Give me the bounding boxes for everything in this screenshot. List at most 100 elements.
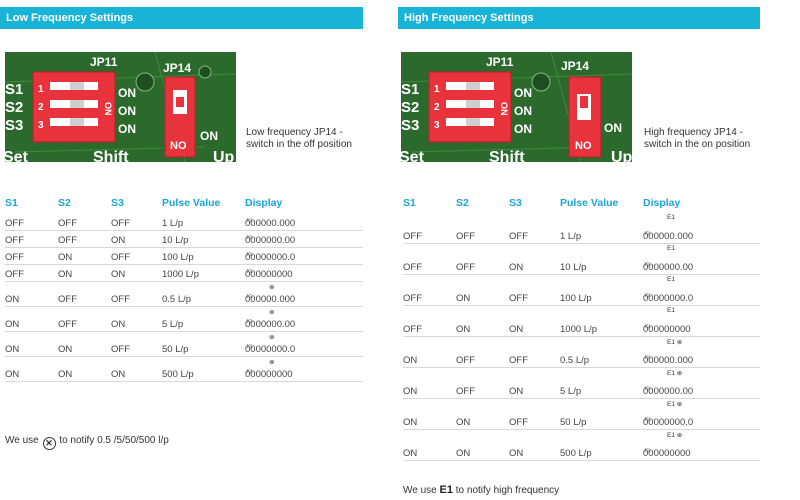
high-frequency-header: High Frequency Settings <box>398 7 760 29</box>
s1-value: OFF <box>403 262 422 273</box>
pulse-value: 50 L/p <box>560 417 587 428</box>
dip-on-label: ON <box>499 102 509 116</box>
display-unit: KL <box>645 386 652 392</box>
pulse-value: 10 L/p <box>162 235 189 246</box>
jp14-no-label: NO <box>170 140 187 152</box>
s3-value: ON <box>111 269 126 280</box>
s2-value: ON <box>58 269 73 280</box>
display-indicator-icon: E1 <box>667 307 675 314</box>
display-unit: KL <box>247 369 254 375</box>
s2-value: ON <box>456 324 471 335</box>
s2-value: OFF <box>58 294 77 305</box>
display-digits: 00000000.0 <box>643 293 694 304</box>
s1-value: ON <box>403 448 418 459</box>
s2-label: S2 <box>5 99 23 116</box>
s3-value: ON <box>509 386 524 397</box>
pulse-value: 0.5 L/p <box>560 355 590 366</box>
display-indicator-icon: E1 ⊗ <box>667 339 683 346</box>
s3-value: OFF <box>111 252 130 263</box>
shift-label: Shift <box>93 149 129 162</box>
pulse-value: 50 L/p <box>162 344 189 355</box>
s3-value: ON <box>111 369 126 380</box>
s2-value: OFF <box>456 386 475 397</box>
display-digits: 000000000 <box>643 448 691 459</box>
low-frequency-header: Low Frequency Settings <box>0 7 363 29</box>
s1-value: OFF <box>403 293 422 304</box>
s3-value: OFF <box>509 355 528 366</box>
s3-value: ON <box>509 324 524 335</box>
s2-value: ON <box>58 252 73 263</box>
up-label: Up <box>611 149 632 162</box>
low-frequency-panel: Low Frequency Settings JP11 JP14 S1 S2 S… <box>0 7 363 450</box>
s3-value: ON <box>509 262 524 273</box>
display-indicator-icon: E1 ⊗ <box>667 370 683 377</box>
low-frequency-jumper-photo: JP11 JP14 S1 S2 S3 1 2 3 ON ON ON ON ON … <box>5 52 236 162</box>
s3-value: ON <box>509 448 524 459</box>
jp14-label: JP14 <box>163 61 191 75</box>
s1-value: ON <box>5 369 20 380</box>
note-suffix: to notify 0.5 /5/50/500 l/p <box>59 435 169 446</box>
display-unit: KL <box>247 218 254 224</box>
display-digits: 000000.000 <box>245 218 296 229</box>
display-unit: KL <box>645 448 652 454</box>
display-unit: KL <box>645 355 652 361</box>
shift-label: Shift <box>489 149 525 162</box>
high-frequency-caption: High frequency JP14 - switch in the on p… <box>644 127 751 150</box>
column-s2: S2 <box>58 197 71 209</box>
set-label: Set <box>401 149 425 162</box>
s3-value: OFF <box>509 293 528 304</box>
switch-number-3: 3 <box>38 120 44 131</box>
note-prefix: We use <box>5 435 39 446</box>
s2-value: ON <box>456 417 471 428</box>
s3-value: OFF <box>111 218 130 229</box>
display-indicator-icon: E1 ⊗ <box>667 401 683 408</box>
high-frequency-panel: High Frequency Settings JP11 JP14 S1 S2 … <box>398 7 760 496</box>
display-indicator-icon: ⊗ <box>269 284 275 291</box>
display-indicator-icon: E1 ⊗ <box>667 432 683 439</box>
display-digits: 00000000.0 <box>643 417 694 428</box>
on-label-1: ON <box>118 86 136 100</box>
column-s3: S3 <box>509 197 522 209</box>
column-s1: S1 <box>403 197 416 209</box>
jp14-no-label: NO <box>575 140 592 152</box>
column-pulse-value: Pulse Value <box>560 197 619 209</box>
display-digits: 000000000 <box>245 269 293 280</box>
pulse-value: 1000 L/p <box>162 269 199 280</box>
on-label-4: ON <box>200 129 218 143</box>
s2-value: OFF <box>58 235 77 246</box>
pcb-switch-illustration: JP11 JP14 S1 S2 S3 1 2 3 ON ON ON ON ON … <box>401 52 632 162</box>
display-digits: 0000000.00 <box>245 235 296 246</box>
display-unit: KL <box>247 319 254 325</box>
pulse-value: 100 L/p <box>560 293 592 304</box>
on-label-3: ON <box>118 122 136 136</box>
display-digits: 000000.000 <box>643 355 694 366</box>
display-unit: KL <box>247 294 254 300</box>
pulse-value: 1 L/p <box>162 218 184 229</box>
circled-x-icon: ✕ <box>42 437 56 450</box>
pulse-value: 1 L/p <box>560 231 582 242</box>
s2-value: OFF <box>58 319 77 330</box>
s1-value: OFF <box>403 231 422 242</box>
high-frequency-note: We use E1 to notify high frequency <box>403 484 559 496</box>
s3-value: OFF <box>509 231 528 242</box>
note-prefix: We use <box>403 485 437 496</box>
high-frequency-jumper-photo: JP11 JP14 S1 S2 S3 1 2 3 ON ON ON ON ON … <box>401 52 632 162</box>
on-label-1: ON <box>514 86 532 100</box>
pulse-value: 0.5 L/p <box>162 294 192 305</box>
s1-value: OFF <box>5 252 24 263</box>
s3-value: ON <box>111 319 126 330</box>
s1-value: OFF <box>5 218 24 229</box>
display-unit: KL <box>247 252 254 258</box>
s2-value: ON <box>456 448 471 459</box>
on-label-4: ON <box>604 121 622 135</box>
display-indicator-icon: E1 <box>667 276 675 283</box>
high-table-header: S1 S2 S3 Pulse Value Display <box>403 197 760 211</box>
